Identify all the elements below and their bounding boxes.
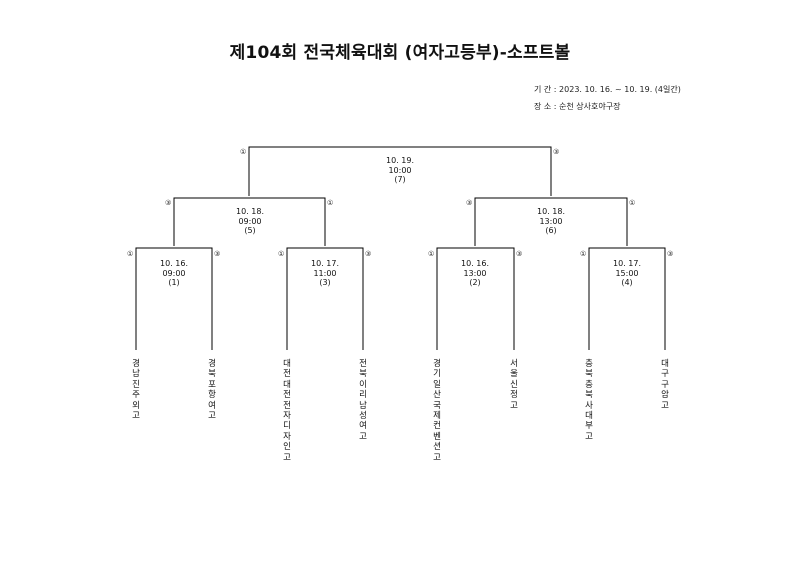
- seed-m2-left: ①: [428, 250, 435, 258]
- seed-m7-right: ③: [553, 148, 560, 156]
- match-4-date: 10. 17.: [613, 259, 641, 268]
- match-6-time: 13:00: [539, 216, 563, 226]
- match-7-label: 10. 19. 10:00 (7): [360, 156, 440, 185]
- match-1-time: 09:00: [162, 268, 186, 278]
- bracket-semi-left-line: [173, 197, 326, 246]
- seed-m6-right: ①: [629, 199, 636, 207]
- match-3-label: 10. 17. 11:00 (3): [285, 259, 365, 288]
- seed-m3-left: ①: [278, 250, 285, 258]
- page-title: 제104회 전국체육대회 (여자고등부)-소프트볼: [229, 43, 571, 63]
- seed-m6-left: ③: [466, 199, 473, 207]
- match-7-number: (7): [394, 175, 406, 184]
- match-3-number: (3): [319, 278, 331, 287]
- match-5-time: 09:00: [238, 216, 262, 226]
- period-text: 기 간 : 2023. 10. 16. ~ 10. 19. (4일간): [534, 85, 681, 94]
- team-name: 대전대전전자디자인고: [283, 359, 291, 463]
- seed-m7-left: ①: [240, 148, 247, 156]
- match-1-number: (1): [168, 278, 180, 287]
- match-4-number: (4): [621, 278, 633, 287]
- seed-m3-right: ③: [365, 250, 372, 258]
- bracket-match4-line: [588, 247, 666, 350]
- match-4-label: 10. 17. 15:00 (4): [587, 259, 667, 288]
- match-6-label: 10. 18. 13:00 (6): [511, 207, 591, 236]
- match-2-time: 13:00: [463, 268, 487, 278]
- match-3-date: 10. 17.: [311, 259, 339, 268]
- match-5-label: 10. 18. 09:00 (5): [210, 207, 290, 236]
- seed-m2-right: ③: [516, 250, 523, 258]
- match-1-label: 10. 16. 09:00 (1): [134, 259, 214, 288]
- match-2-date: 10. 16.: [461, 259, 489, 268]
- team-name: 서울신정고: [510, 359, 518, 411]
- team-name: 경기일산국제컨벤션고: [433, 359, 441, 463]
- match-6-number: (6): [545, 226, 557, 235]
- match-1-date: 10. 16.: [160, 259, 188, 268]
- match-2-label: 10. 16. 13:00 (2): [435, 259, 515, 288]
- match-5-number: (5): [244, 226, 256, 235]
- seed-m4-left: ①: [580, 250, 587, 258]
- match-7-date: 10. 19.: [386, 156, 414, 165]
- match-5-date: 10. 18.: [236, 207, 264, 216]
- seed-m1-right: ③: [214, 250, 221, 258]
- seed-m1-left: ①: [127, 250, 134, 258]
- team-name: 경북포항여고: [208, 359, 216, 422]
- bracket-semi-right-line: [474, 197, 628, 246]
- bracket-match3-line: [286, 247, 364, 350]
- seed-m5-left: ③: [165, 199, 172, 207]
- bracket-final-line: [248, 146, 552, 196]
- seed-m5-right: ①: [327, 199, 334, 207]
- team-name: 전북이리남성여고: [359, 359, 367, 442]
- match-3-time: 11:00: [313, 268, 337, 278]
- bracket-match1-line: [135, 247, 213, 350]
- team-name: 충북충북사대부고: [585, 359, 593, 442]
- match-7-time: 10:00: [388, 165, 412, 175]
- team-name: 경남진주외고: [132, 359, 140, 422]
- bracket-match2-line: [436, 247, 515, 350]
- match-2-number: (2): [469, 278, 481, 287]
- team-name: 대구구암고: [661, 359, 669, 411]
- match-6-date: 10. 18.: [537, 207, 565, 216]
- venue-text: 장 소 : 순천 상사호야구장: [534, 102, 621, 111]
- seed-m4-right: ③: [667, 250, 674, 258]
- match-4-time: 15:00: [615, 268, 639, 278]
